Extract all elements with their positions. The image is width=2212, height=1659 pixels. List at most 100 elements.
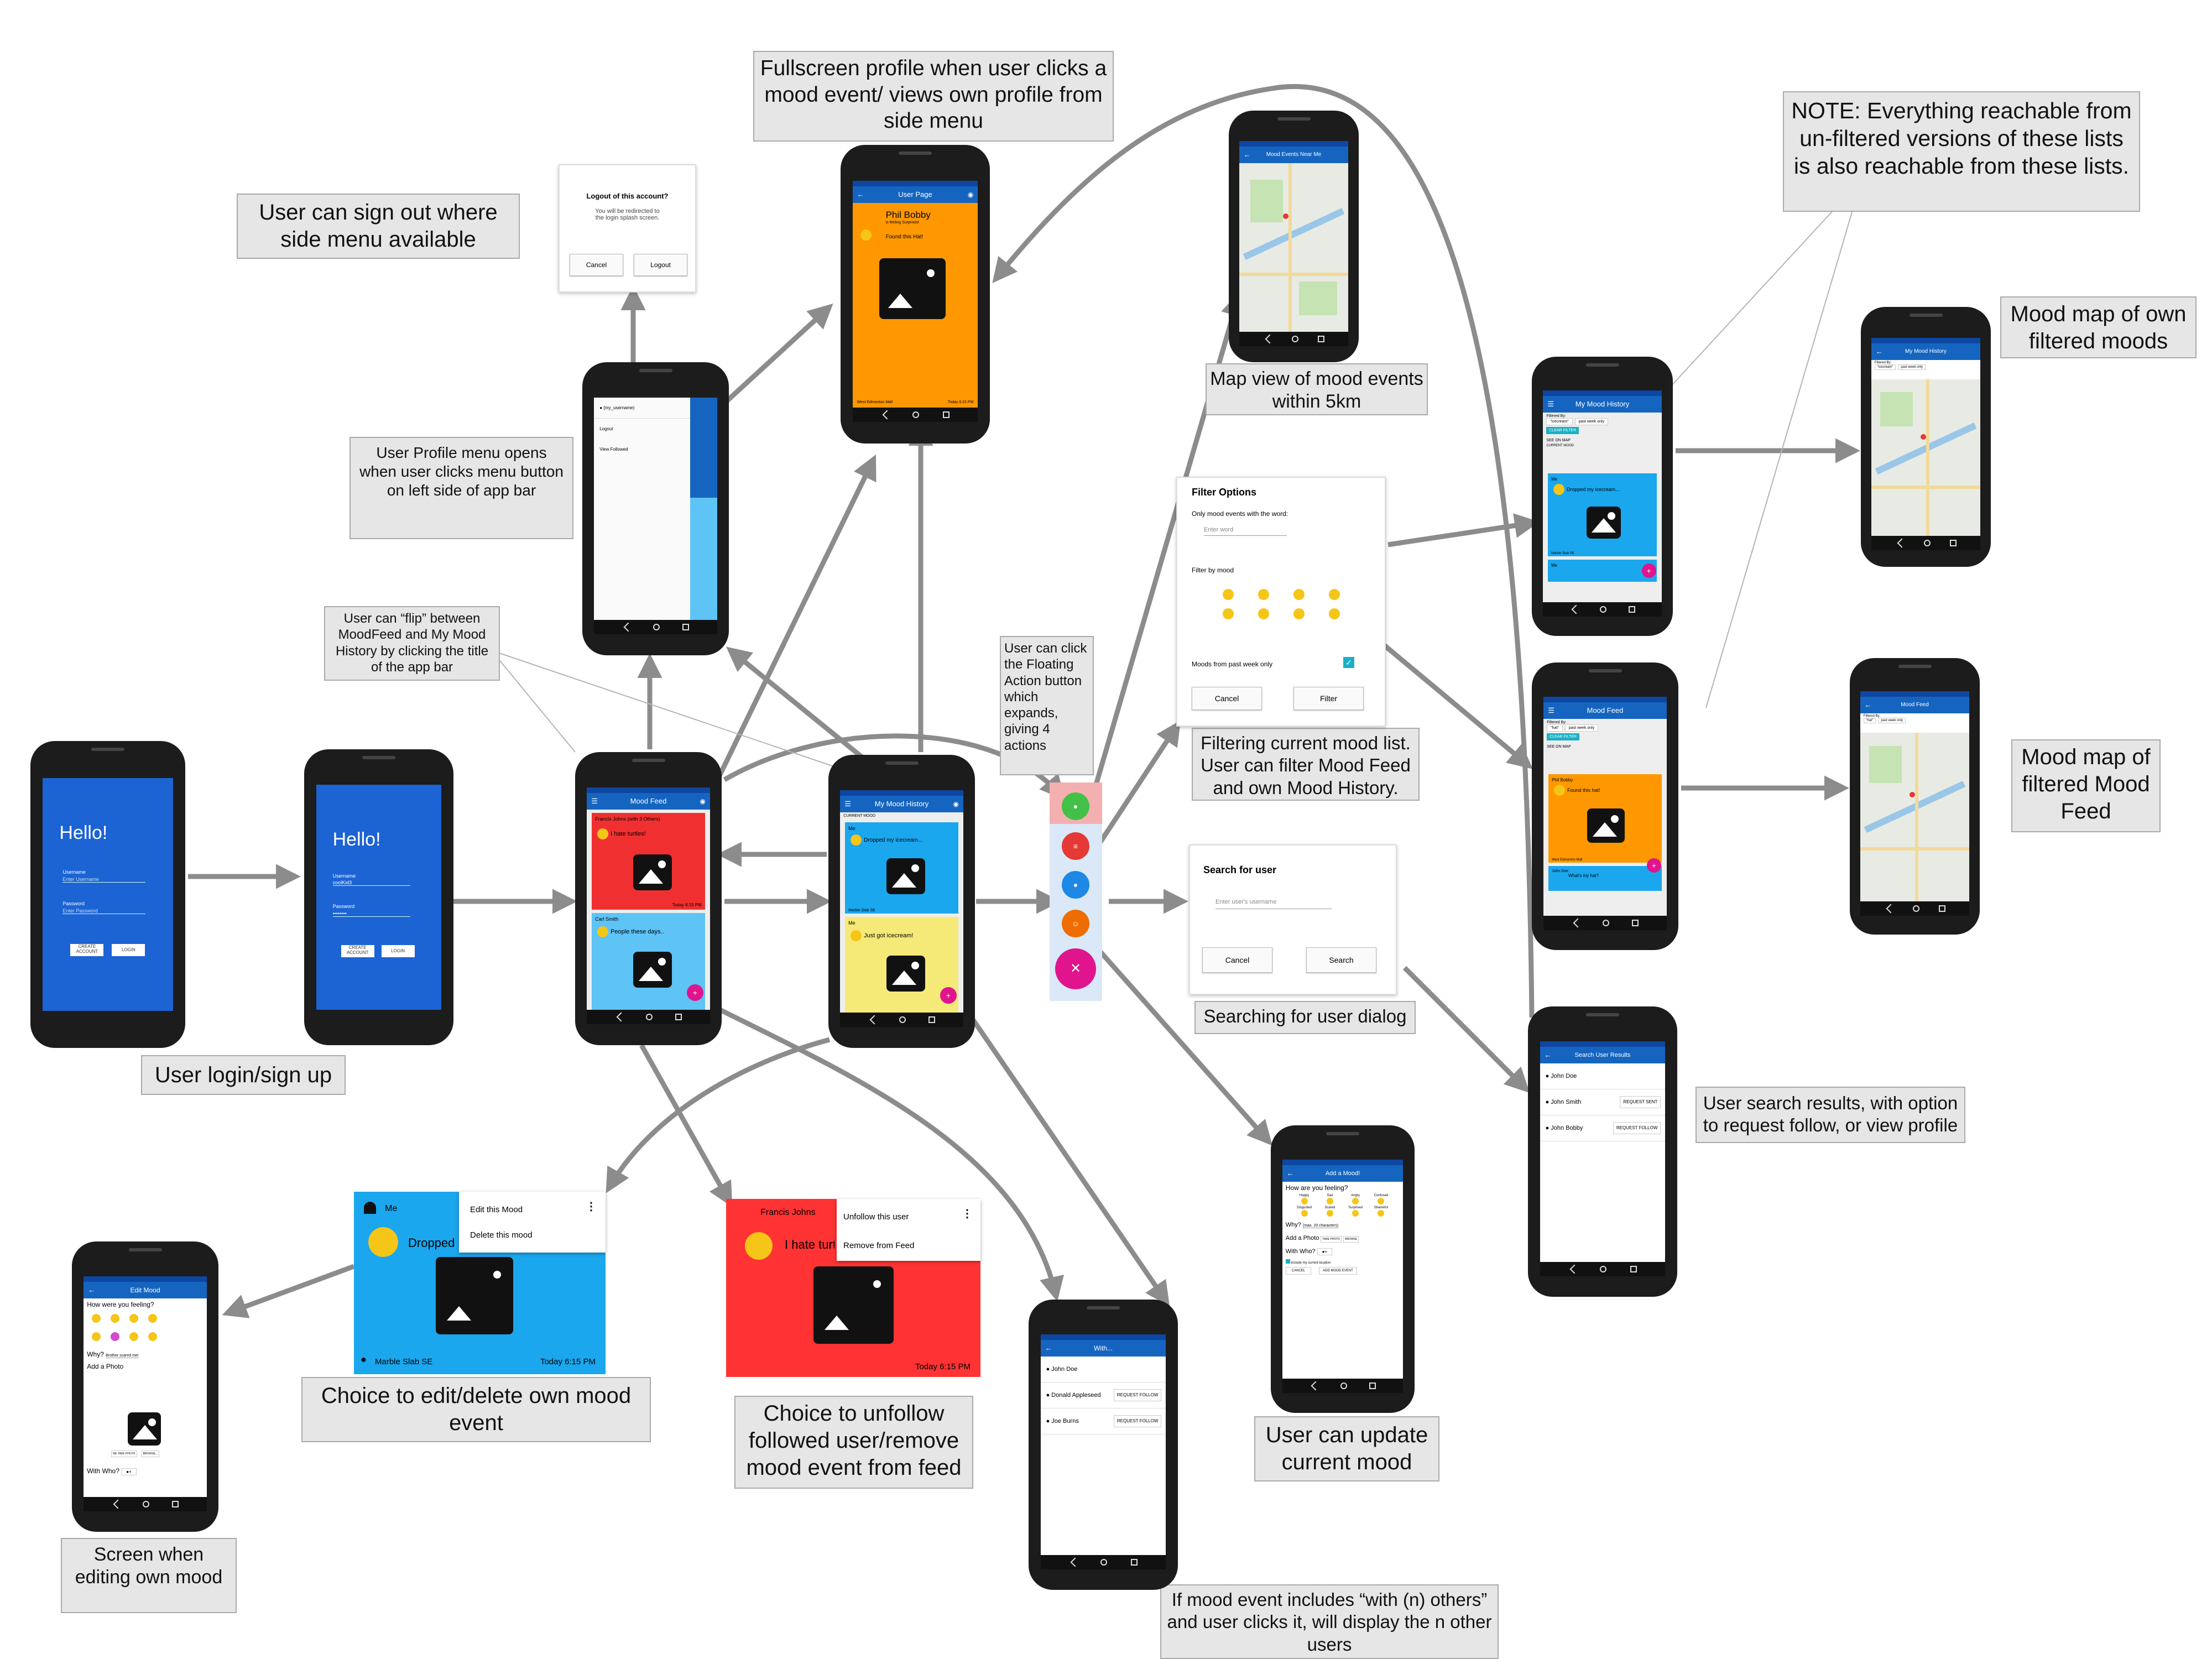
mood-card[interactable]: John Doe What's my hat?	[1548, 866, 1662, 891]
logout-button[interactable]: Logout	[634, 254, 687, 276]
surprised-face-icon[interactable]	[1293, 608, 1305, 619]
mood-pin-icon[interactable]	[1282, 213, 1288, 220]
scared-face-icon[interactable]	[1258, 608, 1269, 619]
list-item[interactable]: ● John Doe	[1540, 1063, 1666, 1089]
location-checkbox[interactable]	[1285, 1259, 1290, 1264]
search-username-input[interactable]: Enter user's username	[1215, 899, 1332, 909]
unfollow-menu-item[interactable]: Unfollow this user	[843, 1212, 909, 1222]
why-input[interactable]: Brother scared me!	[106, 1354, 139, 1358]
surprised-face-icon[interactable]	[129, 1332, 139, 1341]
back-arrow-icon[interactable]: ←	[1864, 701, 1872, 709]
back-arrow-icon[interactable]: ←	[88, 1286, 96, 1294]
app-bar[interactable]: ☰My Mood History◉	[840, 795, 963, 812]
filter-chip[interactable]: past week only	[1574, 418, 1609, 425]
clear-filter-button[interactable]: CLEAR FILTER	[1546, 426, 1579, 434]
cancel-button[interactable]: Cancel	[1202, 947, 1272, 973]
menu-item-logout[interactable]: Logout	[599, 426, 613, 431]
mood-card[interactable]: Me Dropped my icecream... Marble Slab SE	[845, 822, 958, 914]
happy-face-icon[interactable]	[1223, 589, 1234, 600]
remove-from-feed-menu-item[interactable]: Remove from Feed	[843, 1241, 915, 1250]
surprised-face-icon[interactable]	[1352, 1210, 1359, 1217]
menu-icon[interactable]: ☰	[1548, 706, 1554, 715]
bell-icon[interactable]: ◉	[967, 190, 974, 199]
list-item[interactable]: ● John Doe	[1040, 1357, 1166, 1383]
bell-icon[interactable]: ◉	[953, 800, 959, 808]
request-follow-button[interactable]: REQUEST FOLLOW	[1113, 1389, 1162, 1401]
add-mood-fab[interactable]: ☺	[1062, 910, 1089, 937]
mood-card[interactable]: Me Just got icecream!	[845, 916, 958, 1013]
app-bar-title[interactable]: Mood Feed	[630, 796, 667, 805]
filter-button[interactable]: Filter	[1293, 687, 1364, 710]
login-button[interactable]: LOGIN	[381, 945, 415, 958]
more-icon[interactable]: ⋮	[586, 1201, 597, 1213]
retake-photo-button[interactable]: RE-TAKE PHOTO	[111, 1451, 137, 1457]
edit-mood-menu-item[interactable]: Edit this Mood	[470, 1205, 523, 1214]
filter-chip[interactable]: past week only	[1878, 718, 1906, 723]
disgusted-face-icon[interactable]	[1301, 1210, 1308, 1217]
see-on-map-button[interactable]: SEE ON MAP	[1546, 438, 1571, 442]
mood-card[interactable]: Me Dropped my icecream... Marble Slab SE	[1547, 473, 1657, 556]
menu-item-view-followed[interactable]: View Followed	[599, 446, 628, 452]
username-field[interactable]: Enter Username	[62, 877, 146, 883]
week-only-checkbox[interactable]: ✓	[1343, 657, 1354, 668]
cancel-button[interactable]: CANCEL	[1285, 1267, 1312, 1275]
shameful-face-icon[interactable]	[1329, 608, 1340, 619]
delete-mood-menu-item[interactable]: Delete this mood	[470, 1230, 533, 1240]
scared-face-icon[interactable]	[1326, 1210, 1333, 1217]
browse-button[interactable]: BROWSE	[1343, 1236, 1359, 1243]
login-button[interactable]: LOGIN	[112, 943, 145, 956]
filter-chip[interactable]: past week only	[1898, 364, 1926, 371]
filter-chip[interactable]: "hat"	[1863, 718, 1876, 723]
back-arrow-icon[interactable]: ←	[1544, 1051, 1552, 1059]
back-arrow-icon[interactable]: ←	[1875, 347, 1883, 356]
happy-face-icon[interactable]	[1301, 1198, 1308, 1205]
angry-face-icon[interactable]	[129, 1314, 139, 1323]
add-fab[interactable]: +	[940, 987, 957, 1004]
app-bar-title[interactable]: Mood Feed	[1587, 706, 1624, 715]
filter-chip[interactable]: past week only	[1564, 724, 1599, 732]
menu-icon[interactable]: ☰	[1547, 399, 1554, 408]
add-fab[interactable]: +	[686, 984, 703, 1001]
add-person-button[interactable]: ●+	[1317, 1248, 1333, 1256]
app-bar-title[interactable]: My Mood History	[1575, 399, 1630, 408]
mood-grid[interactable]	[84, 1311, 207, 1347]
sad-face-icon[interactable]	[1326, 1198, 1333, 1205]
map-view[interactable]	[1871, 379, 1981, 536]
take-photo-button[interactable]: TAKE PHOTO	[1321, 1236, 1342, 1243]
filter-chip[interactable]: "hat"	[1547, 724, 1563, 732]
map-view[interactable]	[1860, 733, 1970, 901]
more-icon[interactable]: ⋮	[962, 1208, 973, 1220]
create-account-button[interactable]: CREATE ACCOUNT	[341, 945, 374, 958]
mood-filter-grid[interactable]	[1211, 586, 1371, 624]
filter-fab[interactable]: ≡	[1062, 832, 1089, 860]
map-view[interactable]	[1239, 163, 1349, 332]
happy-face-icon[interactable]	[92, 1314, 101, 1323]
mood-card[interactable]: Phil Bobby Found this hat! West Edmonton…	[1548, 774, 1662, 863]
add-fab[interactable]: +	[1641, 563, 1656, 578]
filter-chip[interactable]: "icecream"	[1546, 418, 1573, 425]
disgusted-face-icon[interactable]	[92, 1332, 101, 1341]
search-button[interactable]: Search	[1306, 947, 1376, 973]
request-follow-button[interactable]: REQUEST FOLLOW	[1613, 1122, 1661, 1134]
sad-face-icon[interactable]	[111, 1314, 120, 1323]
add-person-button[interactable]: ●+	[121, 1468, 137, 1475]
browse-button[interactable]: BROWSE...	[141, 1451, 159, 1457]
confused-face-icon[interactable]	[148, 1314, 158, 1323]
menu-icon[interactable]: ☰	[591, 796, 598, 805]
app-bar[interactable]: ☰ My Mood History	[1543, 395, 1662, 413]
back-arrow-icon[interactable]: ←	[1286, 1169, 1294, 1178]
filter-word-input[interactable]: Enter word	[1204, 526, 1287, 536]
back-arrow-icon[interactable]: ←	[1045, 1344, 1052, 1352]
disgusted-face-icon[interactable]	[1223, 608, 1234, 619]
scared-face-icon[interactable]	[111, 1332, 120, 1341]
shameful-face-icon[interactable]	[148, 1332, 158, 1341]
sad-face-icon[interactable]	[1258, 589, 1269, 600]
back-arrow-icon[interactable]: ←	[857, 190, 864, 199]
confused-face-icon[interactable]	[1329, 589, 1340, 600]
map-fab[interactable]: ●	[1062, 792, 1089, 820]
add-fab[interactable]: +	[1646, 858, 1661, 873]
mood-card[interactable]: Carl Smith People these days..	[592, 912, 705, 1010]
